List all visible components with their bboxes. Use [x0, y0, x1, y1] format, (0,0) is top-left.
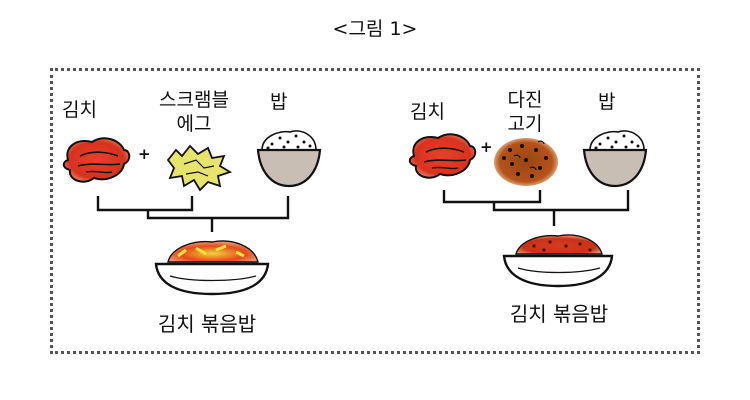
left-plus-sign: + [138, 145, 151, 163]
diagram-frame [50, 68, 700, 354]
right-rice-label: 밥 [598, 91, 616, 113]
left-rice-bowl-icon [256, 130, 322, 188]
figure-caption: <그림 1> [332, 18, 418, 40]
right-plus-sign: + [480, 138, 493, 156]
left-kimchi-icon [62, 137, 131, 183]
left-result-label: 김치 볶음밥 [157, 312, 257, 336]
left-rice-label: 밥 [270, 91, 288, 113]
right-rice-bowl-icon [582, 130, 648, 188]
right-kimchi-label: 김치 [410, 101, 445, 123]
right-connector-lines [442, 190, 630, 226]
scrambled-egg-icon [166, 144, 233, 192]
left-fried-rice-icon [154, 240, 270, 296]
right-result-label: 김치 볶음밥 [509, 302, 609, 326]
right-kimchi-icon [408, 133, 477, 179]
right-meat-label: 다진 고기 [507, 89, 543, 135]
right-fried-rice-icon [502, 234, 614, 288]
minced-meat-icon [494, 138, 558, 186]
left-egg-label: 스크램블 에그 [159, 89, 229, 135]
left-connector-lines [96, 196, 290, 232]
left-kimchi-label: 김치 [62, 99, 97, 121]
